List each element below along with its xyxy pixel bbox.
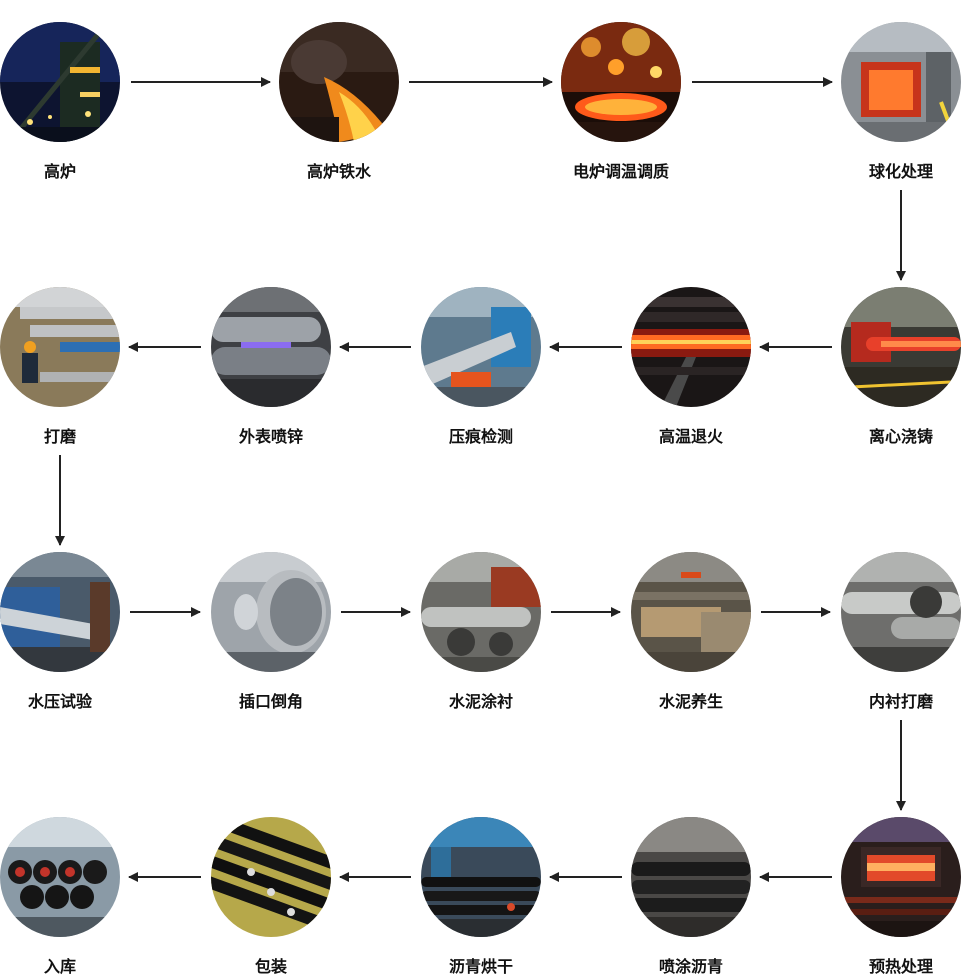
- step-label: 入库: [43, 957, 76, 976]
- zinc-spraying-photo: [211, 287, 331, 407]
- centrifugal-casting-photo: [841, 287, 961, 407]
- step-label: 外表喷锌: [238, 427, 303, 446]
- step-label: 水泥涂衬: [448, 692, 513, 711]
- step-label: 球化处理: [868, 162, 933, 181]
- step-label: 压痕检测: [448, 427, 513, 446]
- cement-curing-photo: [631, 552, 751, 672]
- step-label: 高炉: [43, 162, 76, 181]
- step-label: 离心浇铸: [868, 427, 933, 446]
- step-label: 沥青烘干: [448, 957, 513, 976]
- spheroidizing-photo: [841, 22, 961, 142]
- lining-grinding-photo: [841, 552, 961, 672]
- step-label: 内衬打磨: [868, 692, 933, 711]
- step-label: 喷涂沥青: [658, 957, 723, 976]
- warehouse-photo: [0, 817, 120, 937]
- step-label: 水泥养生: [658, 692, 723, 711]
- electric-furnace-photo: [561, 22, 681, 142]
- step-label: 高炉铁水: [306, 162, 371, 181]
- grinding-photo: [0, 287, 120, 407]
- step-label: 水压试验: [27, 692, 92, 711]
- blast-furnace-photo: [0, 22, 120, 142]
- step-label: 打磨: [43, 427, 76, 446]
- molten-iron-photo: [279, 22, 399, 142]
- asphalt-spraying-photo: [631, 817, 751, 937]
- indentation-photo: [421, 287, 541, 407]
- hydraulic-test-photo: [0, 552, 120, 672]
- step-label: 高温退火: [658, 427, 723, 446]
- step-label: 插口倒角: [238, 692, 303, 711]
- spigot-chamfer-photo: [211, 552, 331, 672]
- packaging-photo: [211, 817, 331, 937]
- cement-lining-photo: [421, 552, 541, 672]
- step-label: 包装: [254, 957, 287, 976]
- step-label: 预热处理: [868, 957, 933, 976]
- annealing-photo: [631, 287, 751, 407]
- asphalt-drying-photo: [421, 817, 541, 937]
- step-label: 电炉调温调质: [572, 162, 669, 181]
- preheating-photo: [841, 817, 961, 937]
